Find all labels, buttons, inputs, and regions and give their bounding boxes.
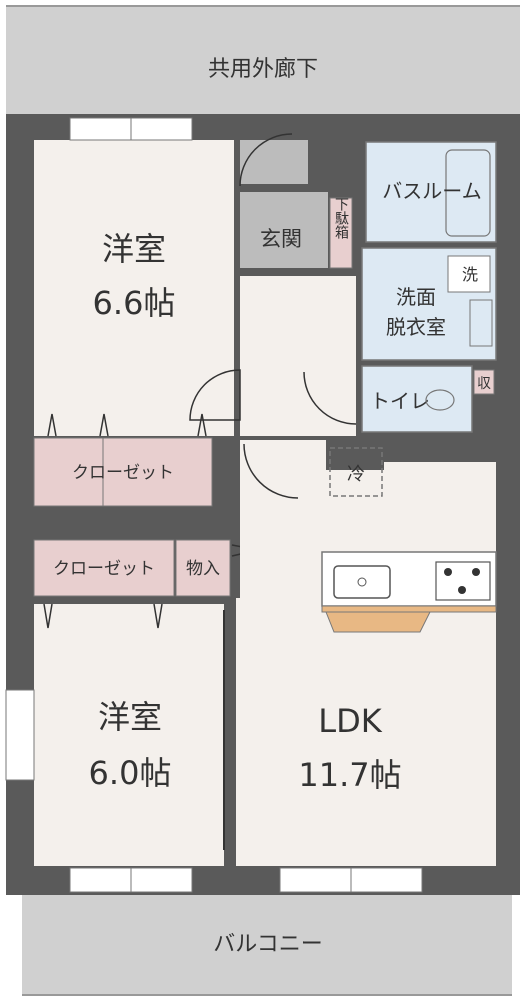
shoe-box	[329, 197, 353, 269]
closet-1-label: クローゼット	[72, 463, 174, 483]
western-room-2-name: 洋室	[98, 698, 162, 736]
small-storage	[473, 369, 495, 395]
ldk-room	[236, 440, 496, 866]
balcony-label: バルコニー	[213, 932, 323, 957]
kitchen-bar-counter	[321, 605, 497, 633]
western-room-1	[34, 140, 234, 436]
western-room-1-size: 6.6帖	[93, 284, 176, 322]
hallway	[240, 276, 356, 436]
western-room-2-size: 6.0帖	[89, 754, 172, 792]
balcony	[22, 895, 512, 995]
vanity-icon	[469, 299, 493, 347]
western-room-2	[34, 604, 224, 866]
shoe-box-label: 下駄箱	[333, 197, 349, 239]
bathtub-icon	[445, 149, 491, 237]
washroom-label: 洗面	[396, 285, 436, 309]
toilet-label: トイレ	[370, 389, 430, 413]
dressing-room-label: 脱衣室	[386, 315, 446, 339]
ldk-name: LDK	[318, 702, 382, 740]
stove-icon	[435, 561, 491, 601]
ldk-size: 11.7帖	[298, 756, 401, 794]
washer-label: 洗	[462, 265, 478, 284]
storage-label: 物入	[186, 559, 220, 579]
common-corridor	[6, 6, 520, 114]
bathroom-label: バスルーム	[382, 179, 481, 203]
storage-closet	[175, 539, 231, 597]
western-room-1-name: 洋室	[102, 230, 166, 268]
refrigerator-label: 冷	[347, 464, 365, 485]
closet-2	[33, 539, 175, 597]
bathroom	[365, 141, 497, 243]
toilet-icon	[425, 389, 455, 411]
entrance-label: 玄関	[260, 227, 302, 251]
refrigerator-space	[329, 447, 383, 497]
corridor-label: 共用外廊下	[208, 57, 318, 82]
closet-2-label: クローゼット	[53, 559, 155, 579]
entrance-door-area	[240, 140, 308, 184]
washer-space	[447, 255, 491, 293]
closet-1	[33, 437, 213, 507]
sink-icon	[333, 565, 391, 599]
kitchen-counter	[321, 551, 497, 607]
entrance	[240, 192, 328, 268]
small-storage-label: 収	[477, 376, 491, 392]
